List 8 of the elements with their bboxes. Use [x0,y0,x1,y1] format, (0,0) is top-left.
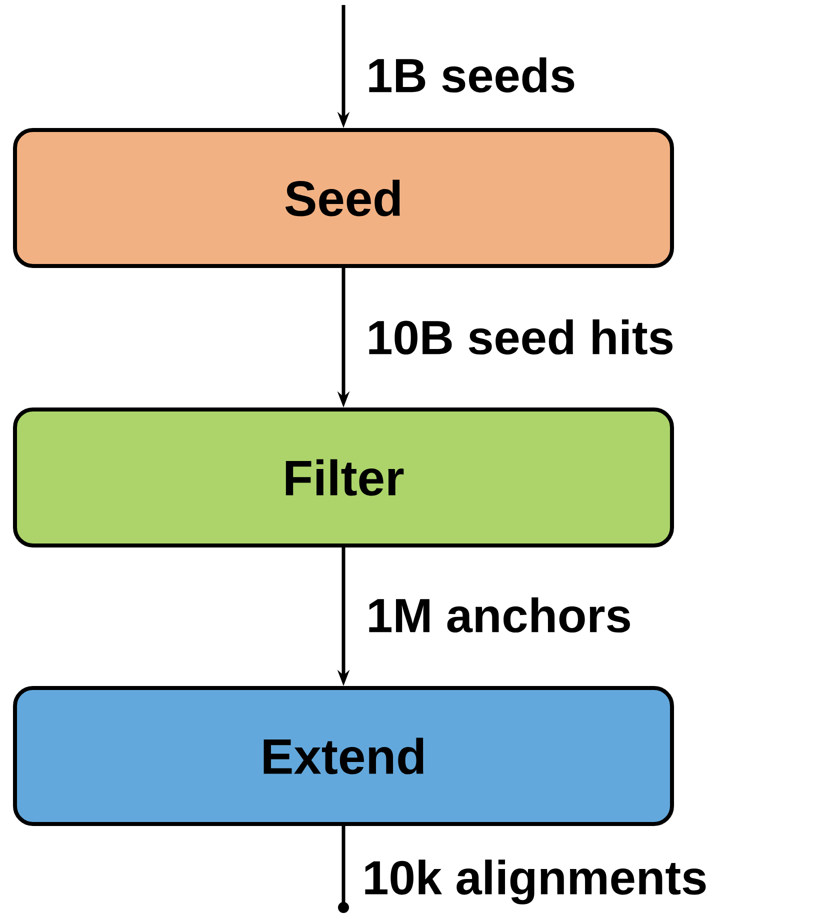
edge-label: 1B seeds [369,57,574,93]
process-box: Extend [13,686,674,826]
process-box: Filter [13,408,674,548]
edge-label: 1M anchors [369,597,630,633]
edge-label: 10k alignments [365,860,706,904]
edge-label: 10B seed hits [369,319,672,355]
arrow [338,826,349,913]
process-box: Seed [13,128,674,268]
